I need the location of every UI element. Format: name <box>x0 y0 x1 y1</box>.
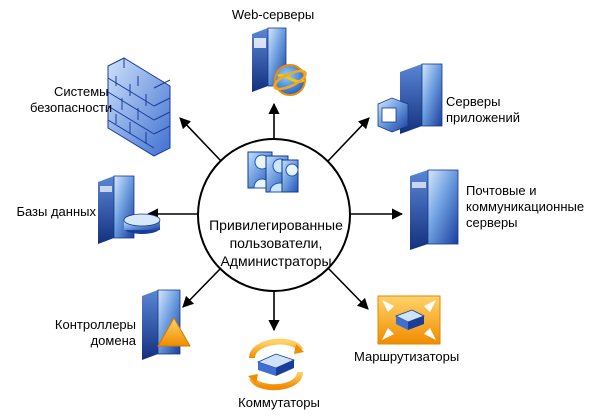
center-label-line-3: Администраторы <box>220 253 332 269</box>
label-domain-controllers-line-2: домена <box>90 333 136 348</box>
connection-arrows <box>146 102 404 332</box>
arrow-security <box>179 117 222 162</box>
label-web-servers: Web-серверы <box>218 7 328 23</box>
web-server-globe-icon <box>252 27 307 96</box>
label-security-systems-line-1: Системы <box>54 84 109 99</box>
router-icon <box>377 295 441 345</box>
label-app-servers-line-1: Серверы <box>446 94 501 109</box>
label-mail-servers: Почтовые и коммуникационные серверы <box>466 183 584 231</box>
center-label: Привилегированные пользователи, Админист… <box>201 216 351 270</box>
label-domain-controllers-line-1: Контроллеры <box>54 317 136 332</box>
label-databases-line-1: Базы данных <box>16 204 96 219</box>
label-switches: Коммутаторы <box>224 395 334 411</box>
label-mail-servers-line-2: коммуникационные <box>466 199 585 214</box>
users-group-icon <box>247 151 299 193</box>
arrow-dc <box>182 267 222 308</box>
firewall-icon <box>107 57 171 157</box>
arrow-apps <box>327 117 370 162</box>
label-switches-line-1: Коммутаторы <box>238 395 320 410</box>
label-databases: Базы данных <box>4 204 96 220</box>
label-mail-servers-line-1: Почтовые и <box>466 183 537 198</box>
label-security-systems-line-2: безопасности <box>30 100 113 115</box>
arrow-routers <box>327 267 369 310</box>
label-security-systems: Системы безопасности <box>30 84 112 116</box>
label-routers: Маршрутизаторы <box>354 349 459 365</box>
label-web-servers-line-1: Web-серверы <box>231 7 315 22</box>
label-app-servers: Серверы приложений <box>446 94 520 126</box>
switch-icon <box>248 338 304 391</box>
label-app-servers-line-2: приложений <box>446 110 520 125</box>
domain-controller-icon <box>142 289 191 360</box>
application-server-icon <box>377 63 443 134</box>
center-label-line-2: пользователи, <box>229 235 323 251</box>
mail-server-icon <box>410 169 459 250</box>
label-mail-servers-line-3: серверы <box>466 215 518 230</box>
center-label-line-1: Привилегированные <box>209 217 343 233</box>
database-server-icon <box>98 175 161 244</box>
label-domain-controllers: Контроллеры домена <box>10 317 136 349</box>
label-routers-line-1: Маршрутизаторы <box>354 349 460 364</box>
